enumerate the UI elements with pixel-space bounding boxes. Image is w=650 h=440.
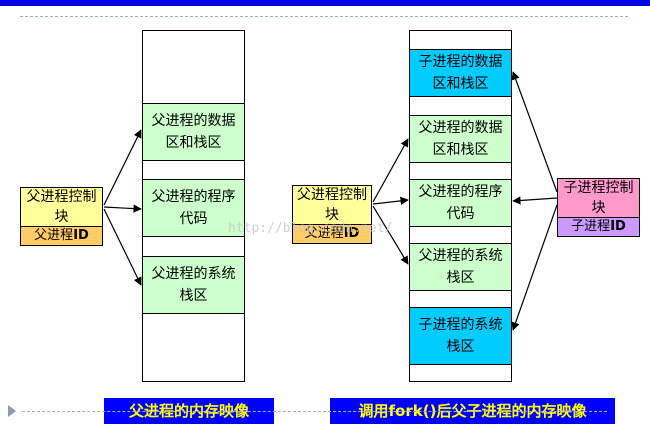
parent-system-stack-segment: 父进程的系统栈区 <box>142 256 245 314</box>
pcb-id-prefix: 子进程 <box>571 219 611 234</box>
parent-pcb: 父进程控制块 <box>20 187 103 227</box>
arrow-fork-parent-to-stack <box>372 205 409 265</box>
arrow-child-to-code <box>512 196 558 205</box>
parent-memory-column: 父进程的数据区和栈区 父进程的程序代码 父进程的系统栈区 <box>142 30 245 382</box>
pcb-label: 父进程控制块 <box>297 187 367 223</box>
pcb-id-prefix: 父进程 <box>304 226 344 241</box>
slide-nav-arrow-icon <box>8 405 16 417</box>
fork-memory-column: 子进程的数据区和栈区 父进程的数据区和栈区 父进程的程序代码 父进程的系统栈区 … <box>409 30 512 382</box>
arrow-fork-parent-to-data <box>372 138 409 203</box>
arrow-child-to-child-data <box>511 71 558 193</box>
parent-system-stack-segment: 父进程的系统栈区 <box>409 243 512 291</box>
pcb-label: 父进程控制块 <box>26 189 97 225</box>
parent-code-segment: 父进程的程序代码 <box>142 179 245 237</box>
arrow-fork-parent-to-code <box>372 196 409 206</box>
pcb-id-suffix: ID <box>610 219 626 234</box>
segment-label: 父进程的程序代码 <box>418 184 503 222</box>
segment-label: 子进程的数据区和栈区 <box>418 54 503 92</box>
footer-divider <box>22 411 607 412</box>
parent-data-stack-segment: 父进程的数据区和栈区 <box>142 103 245 161</box>
parent-code-segment: 父进程的程序代码 <box>409 179 512 227</box>
segment-label: 子进程的系统栈区 <box>418 317 503 355</box>
child-pcb: 子进程控制块 <box>557 178 640 218</box>
segment-label: 父进程的数据区和栈区 <box>418 120 503 158</box>
pcb-id-suffix: ID <box>73 228 89 243</box>
arrow-parent-pcb-to-data <box>103 129 142 206</box>
fork-parent-pcb: 父进程控制块 <box>292 185 372 225</box>
parent-data-stack-segment: 父进程的数据区和栈区 <box>409 115 512 163</box>
child-system-stack-segment: 子进程的系统栈区 <box>409 307 512 365</box>
segment-label: 父进程的系统栈区 <box>418 248 503 286</box>
segment-label: 父进程的系统栈区 <box>151 266 236 304</box>
pcb-id-prefix: 父进程 <box>34 228 74 243</box>
segment-label: 父进程的数据区和栈区 <box>151 113 236 151</box>
top-bar <box>0 0 650 6</box>
child-data-stack-segment: 子进程的数据区和栈区 <box>409 49 512 97</box>
watermark: http://blog.csdn.net/ <box>228 221 392 236</box>
arrow-parent-pcb-to-code <box>103 204 142 213</box>
header-divider <box>20 16 628 17</box>
pcb-label: 子进程控制块 <box>563 180 634 216</box>
segment-label: 父进程的程序代码 <box>151 189 236 227</box>
pcb-id-suffix: ID <box>343 226 360 241</box>
arrow-parent-pcb-to-stack <box>103 208 142 286</box>
arrow-child-to-child-stack <box>511 204 558 331</box>
